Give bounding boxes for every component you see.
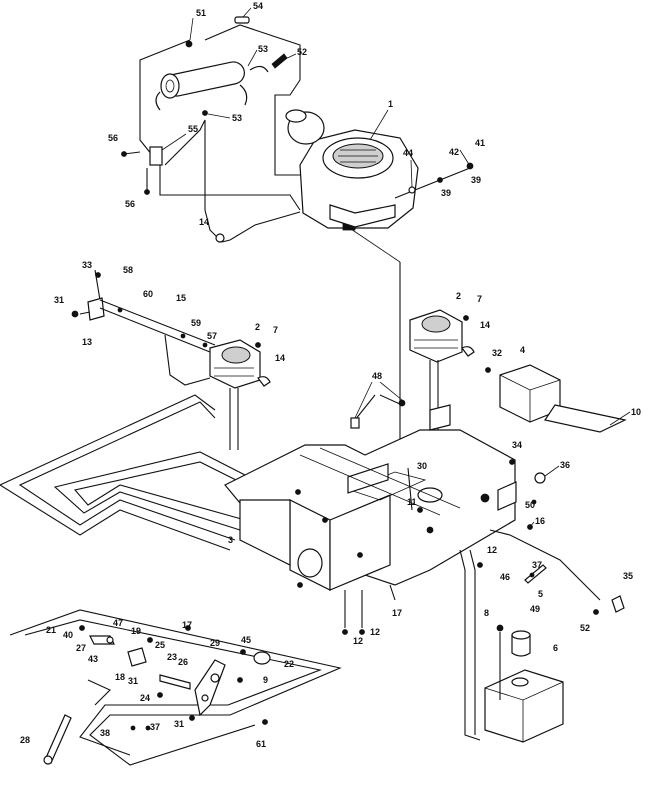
bracket-30 (497, 459, 546, 530)
callout-35: 35 (623, 571, 633, 581)
callout-26: 26 (178, 657, 188, 667)
callout-14: 14 (275, 353, 285, 363)
callout-43: 43 (88, 654, 98, 664)
callout-61: 61 (256, 739, 266, 749)
callout-23: 23 (167, 652, 177, 662)
callout-31: 31 (174, 719, 184, 729)
callout-37: 37 (532, 560, 542, 570)
callout-1: 1 (388, 99, 393, 109)
callout-19: 19 (131, 626, 141, 636)
callout-11: 11 (407, 497, 417, 507)
callout-33: 33 (82, 260, 92, 270)
callout-37: 37 (150, 722, 160, 732)
callout-56: 56 (125, 199, 135, 209)
exhaust-nut-53 (202, 110, 208, 116)
engine (285, 109, 419, 470)
bracket-55 (121, 146, 163, 195)
callout-31: 31 (128, 676, 138, 686)
callout-10: 10 (631, 407, 641, 417)
callout-30: 30 (417, 461, 427, 471)
pump-left (209, 339, 271, 450)
callout-41: 41 (475, 138, 485, 148)
callout-12: 12 (370, 627, 380, 637)
callout-9: 9 (263, 675, 268, 685)
callout-48: 48 (372, 371, 382, 381)
callout-46: 46 (500, 572, 510, 582)
callout-14: 14 (480, 320, 490, 330)
callout-2: 2 (456, 291, 461, 301)
callout-52: 52 (297, 47, 307, 57)
callout-36: 36 (560, 460, 570, 470)
callout-3: 3 (228, 535, 233, 545)
callout-7: 7 (477, 294, 482, 304)
lower-linkage-outline (9, 609, 342, 766)
callout-53: 53 (258, 44, 268, 54)
callout-4: 4 (520, 345, 525, 355)
callout-25: 25 (155, 640, 165, 650)
callout-24: 24 (140, 693, 150, 703)
callout-38: 38 (100, 728, 110, 738)
exhaust-group (121, 16, 301, 241)
control-rod-left (71, 269, 216, 353)
callout-49: 49 (530, 604, 540, 614)
callout-32: 32 (492, 348, 502, 358)
callout-53: 53 (232, 113, 242, 123)
callout-17: 17 (392, 608, 402, 618)
fuel-tank (484, 624, 564, 743)
callout-52: 52 (580, 623, 590, 633)
callout-40: 40 (63, 630, 73, 640)
callout-45: 45 (241, 635, 251, 645)
callout-13: 13 (82, 337, 92, 347)
battery-box (485, 364, 627, 433)
callout-15: 15 (176, 293, 186, 303)
callout-27: 27 (76, 643, 86, 653)
callout-12: 12 (487, 545, 497, 555)
callout-16: 16 (535, 516, 545, 526)
callout-28: 28 (20, 735, 30, 745)
exhaust-fastener-51 (185, 40, 193, 48)
callout-34: 34 (512, 440, 522, 450)
callout-39: 39 (441, 188, 451, 198)
callout-7: 7 (273, 325, 278, 335)
callout-51: 51 (196, 8, 206, 18)
frame (224, 404, 516, 601)
callout-2: 2 (255, 322, 260, 332)
callout-8: 8 (484, 608, 489, 618)
brake-link-5 (524, 564, 547, 584)
pedal-28 (43, 714, 72, 765)
callout-6: 6 (553, 643, 558, 653)
exhaust-gasket-52 (271, 53, 288, 69)
callout-57: 57 (207, 331, 217, 341)
callout-5: 5 (538, 589, 543, 599)
leader-lines (161, 7, 631, 528)
callout-31: 31 (54, 295, 64, 305)
callout-44: 44 (403, 148, 413, 158)
callout-42: 42 (449, 147, 459, 157)
callout-labels: 51 54 53 52 53 1 56 55 56 44 42 41 39 39… (20, 1, 641, 749)
callout-22: 22 (284, 659, 294, 669)
callout-29: 29 (210, 638, 220, 648)
callout-50: 50 (525, 500, 535, 510)
callout-56: 56 (108, 133, 118, 143)
callout-12: 12 (353, 636, 363, 646)
spring-38 (593, 595, 625, 615)
callout-39: 39 (471, 175, 481, 185)
callout-54: 54 (253, 1, 263, 11)
callout-14: 14 (199, 217, 209, 227)
callout-47: 47 (113, 618, 123, 628)
callout-18: 18 (115, 672, 125, 682)
pump-right (409, 309, 475, 430)
pivot-assembly (79, 625, 271, 731)
wire-harness (0, 334, 246, 551)
callout-58: 58 (123, 265, 133, 275)
callout-55: 55 (188, 124, 198, 134)
callout-17: 17 (182, 620, 192, 630)
exhaust-fastener-54 (234, 16, 250, 24)
muffler (155, 61, 269, 111)
callout-59: 59 (191, 318, 201, 328)
callout-60: 60 (143, 289, 153, 299)
callout-21: 21 (46, 625, 56, 635)
